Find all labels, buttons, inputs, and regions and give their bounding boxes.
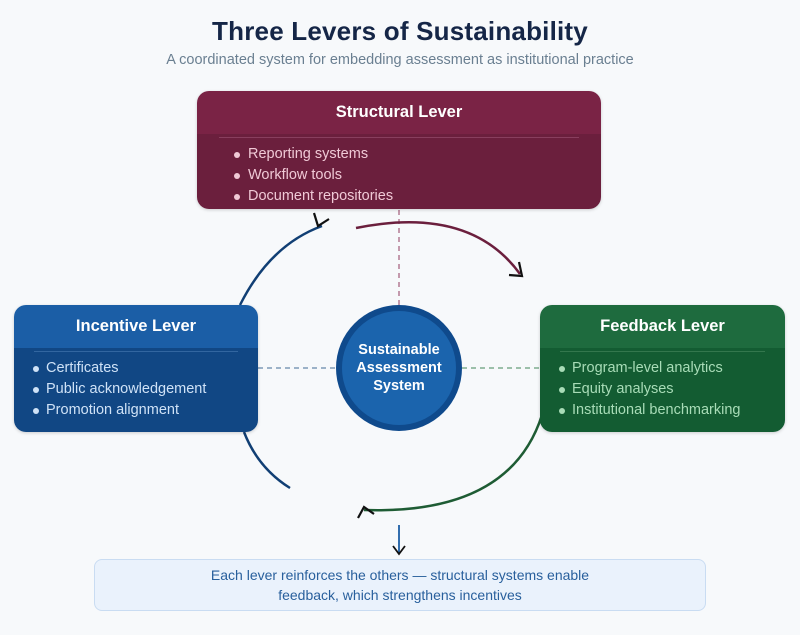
list-item: Workflow tools — [234, 165, 601, 186]
structural-lever-card: Structural Lever Reporting systems Workf… — [197, 91, 601, 209]
list-item: Program-level analytics — [559, 358, 785, 379]
arc-incentive-to-structural — [238, 224, 323, 306]
incentive-list: Certificates Public acknowledgement Prom… — [14, 354, 258, 421]
list-item: Reporting systems — [234, 144, 601, 165]
feedback-lever-title: Feedback Lever — [540, 305, 785, 348]
structural-lever-title: Structural Lever — [197, 91, 601, 134]
structural-list: Reporting systems Workflow tools Documen… — [197, 140, 601, 207]
summary-note-text: Each lever reinforces the others — struc… — [210, 567, 590, 603]
bullet-icon — [234, 173, 240, 179]
bullet-icon — [559, 408, 565, 414]
bullet-icon — [33, 366, 39, 372]
arc-incentive-lower — [242, 431, 291, 490]
diagram-subtitle: A coordinated system for embedding asses… — [166, 52, 634, 68]
down-arrow-icon — [392, 545, 406, 556]
bullet-icon — [559, 366, 565, 372]
bullet-icon — [234, 194, 240, 200]
structural-divider — [219, 137, 579, 138]
list-item: Certificates — [33, 358, 258, 379]
arrowhead-structural-icon — [312, 212, 330, 228]
incentive-divider — [34, 351, 238, 352]
list-item: Public acknowledgement — [33, 379, 258, 400]
diagram-title: Three Levers of Sustainability — [212, 16, 588, 46]
bullet-icon — [33, 387, 39, 393]
arrowhead-bottom-icon — [357, 505, 375, 519]
central-hub: Sustainable Assessment System — [336, 305, 462, 431]
list-item: Institutional benchmarking — [559, 400, 785, 421]
feedback-divider — [560, 351, 765, 352]
central-hub-label: Sustainable Assessment System — [356, 342, 442, 394]
bullet-icon — [559, 387, 565, 393]
feedback-lever-card: Feedback Lever Program-level analytics E… — [540, 305, 785, 432]
summary-note: Each lever reinforces the others — struc… — [94, 559, 706, 611]
list-item: Promotion alignment — [33, 400, 258, 421]
arc-structural-to-feedback — [355, 221, 522, 275]
feedback-list: Program-level analytics Equity analyses … — [540, 354, 785, 421]
list-item: Equity analyses — [559, 379, 785, 400]
incentive-lever-card: Incentive Lever Certificates Public ackn… — [14, 305, 258, 432]
arrowhead-feedback-icon — [508, 261, 524, 278]
bullet-icon — [33, 408, 39, 414]
bullet-icon — [234, 152, 240, 158]
list-item: Document repositories — [234, 186, 601, 207]
arc-feedback-to-incentive — [363, 414, 544, 512]
incentive-lever-title: Incentive Lever — [14, 305, 258, 348]
